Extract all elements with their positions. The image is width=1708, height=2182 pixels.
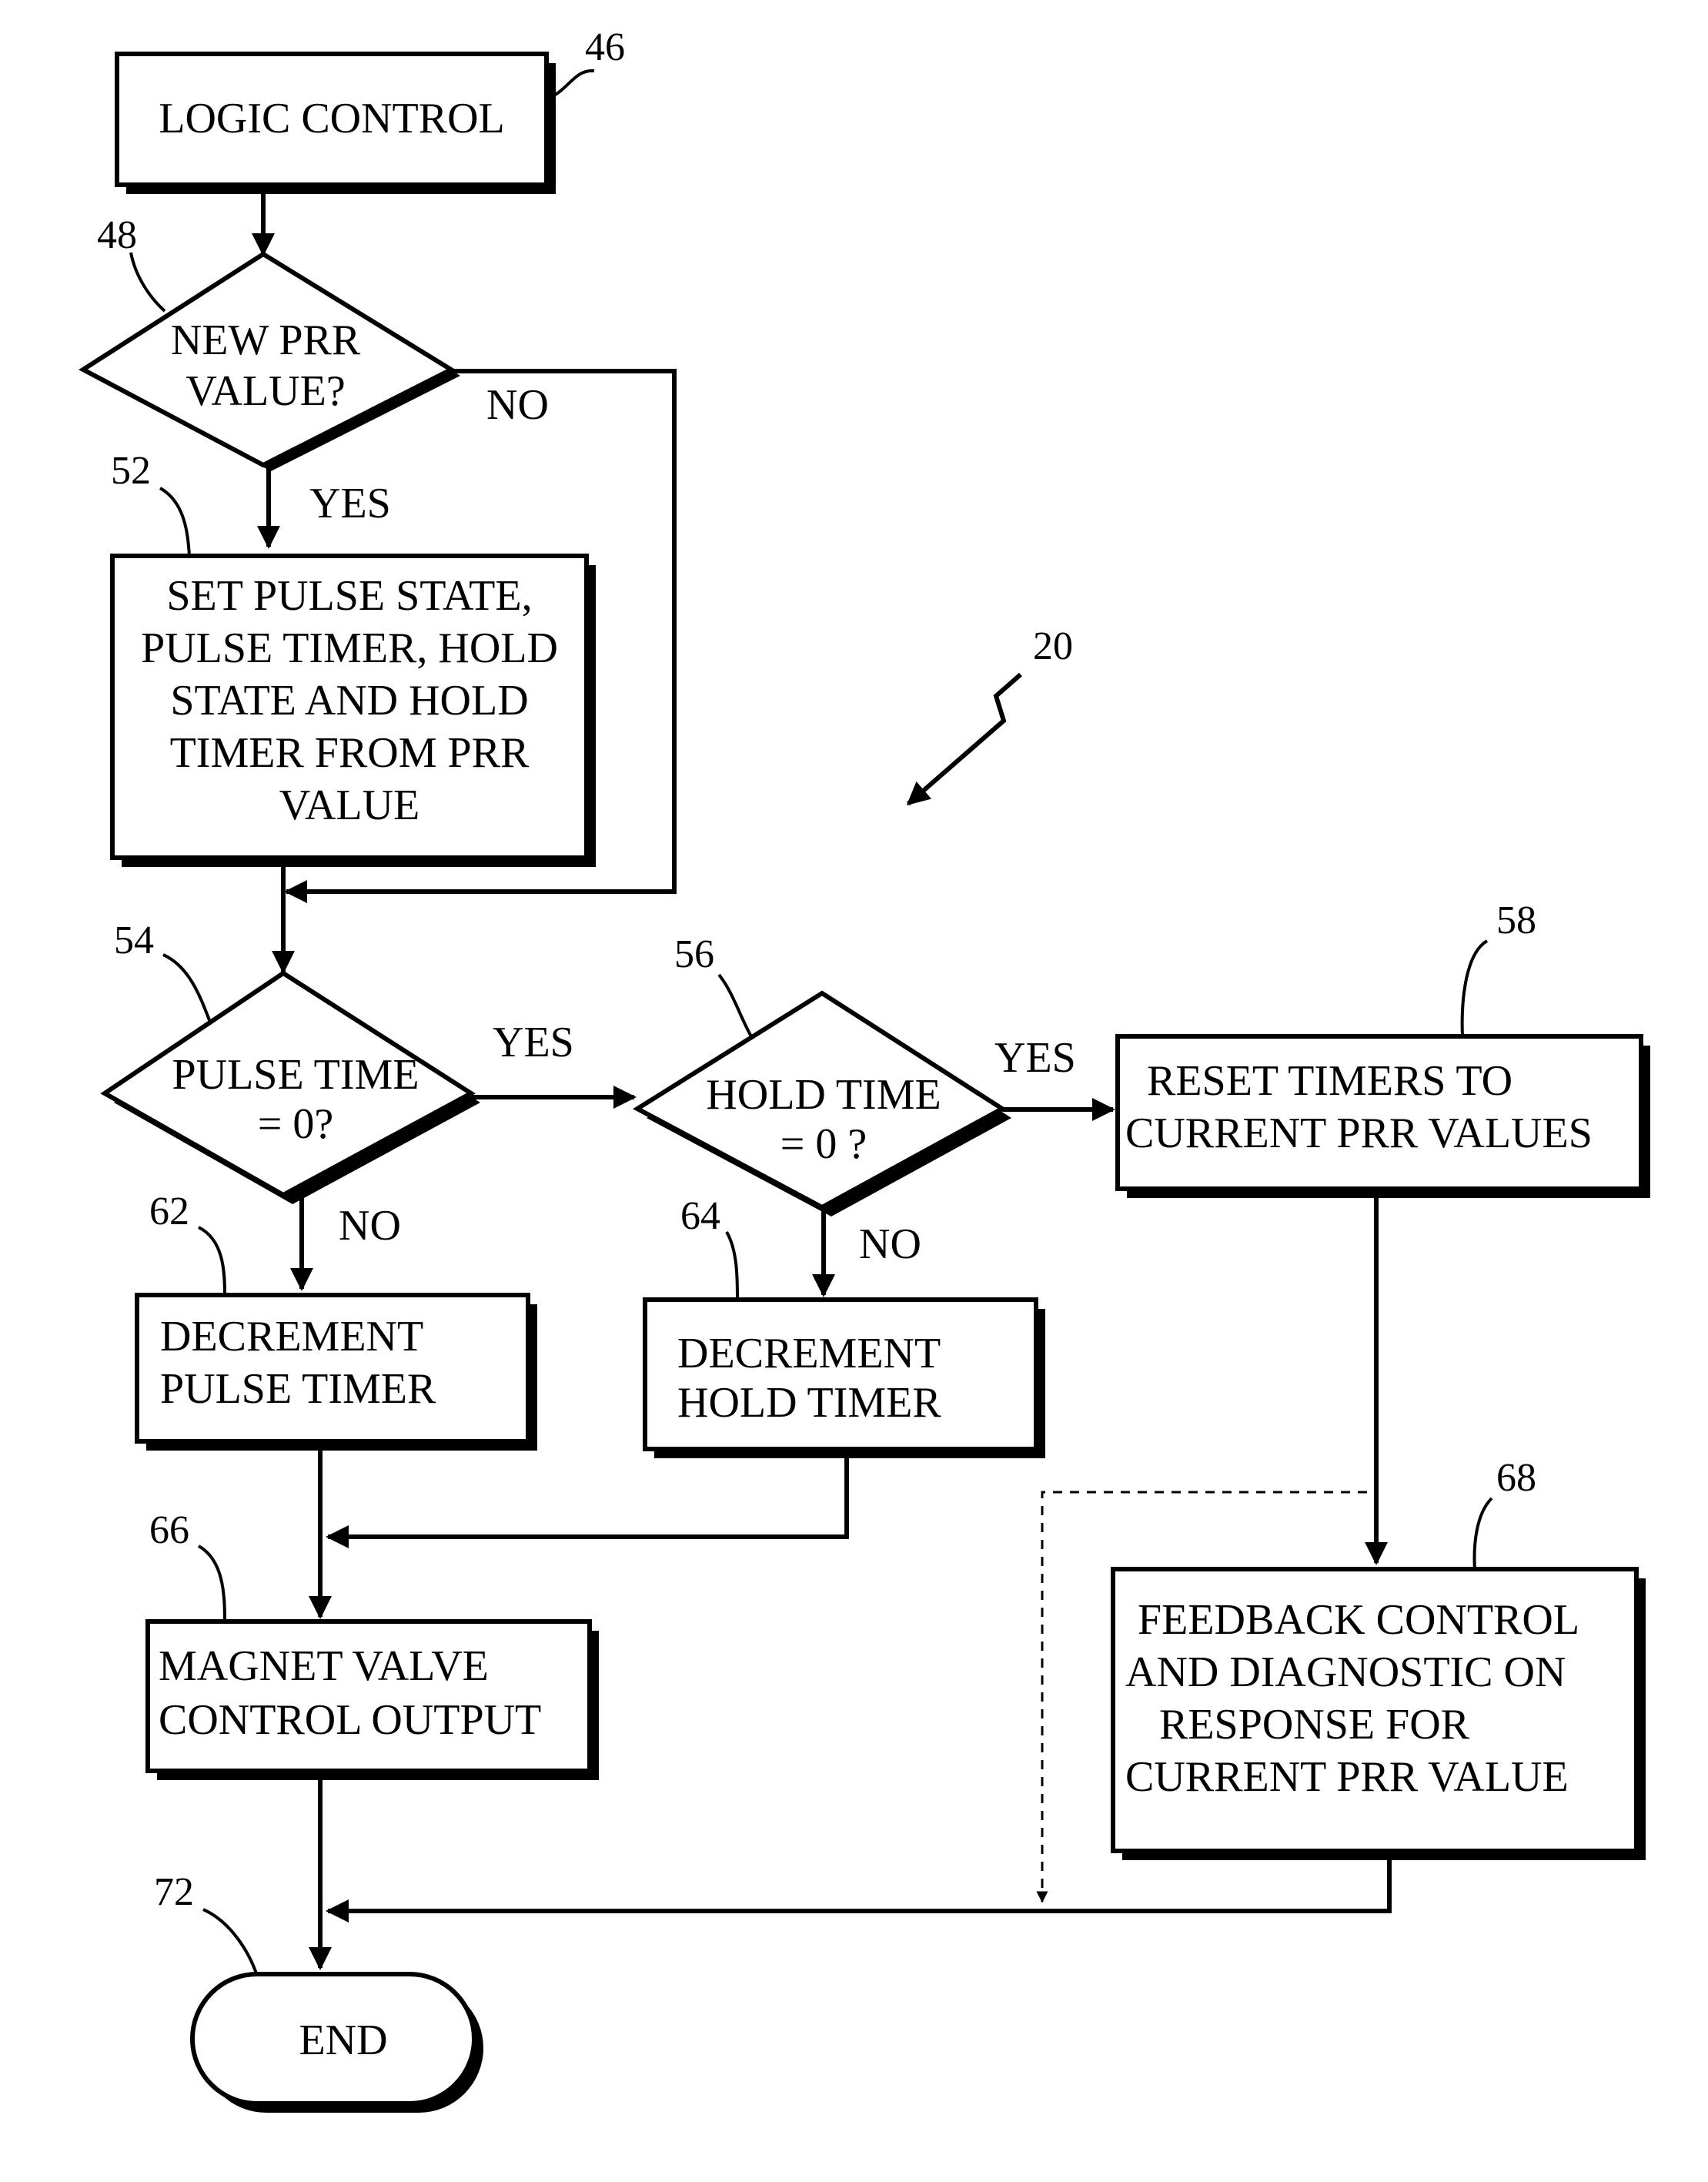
ref-56: 56	[674, 932, 714, 976]
ref-64: 64	[680, 1194, 720, 1238]
node-logic-control-label: LOGIC CONTROL	[159, 95, 505, 142]
figure-pointer-20	[908, 674, 1021, 804]
ref-52: 52	[111, 449, 151, 493]
decision-hold-time: HOLD TIME = 0 ?	[637, 993, 1011, 1216]
ref-20: 20	[1033, 624, 1073, 668]
ref-58: 58	[1496, 899, 1536, 942]
node-feedback-control: FEEDBACK CONTROL AND DIAGNOSTIC ON RESPO…	[1113, 1569, 1646, 1860]
ref-46: 46	[585, 25, 625, 69]
node-logic-control: LOGIC CONTROL	[117, 54, 556, 194]
node-reset-timers-line1: RESET TIMERS TO	[1147, 1057, 1512, 1105]
node-magnet-valve: MAGNET VALVE CONTROL OUTPUT	[148, 1621, 599, 1780]
label-pulse-no: NO	[339, 1202, 401, 1250]
node-reset-timers: RESET TIMERS TO CURRENT PRR VALUES	[1118, 1036, 1650, 1198]
label-hold-no: NO	[859, 1220, 921, 1268]
leader-56	[719, 975, 751, 1036]
node-feedback-line1: FEEDBACK CONTROL	[1138, 1596, 1579, 1644]
leader-52	[160, 488, 189, 556]
node-set-pulse-line1: SET PULSE STATE,	[166, 572, 532, 620]
node-set-pulse-line3: STATE AND HOLD	[170, 677, 528, 725]
decision-new-prr-line2: VALUE?	[186, 367, 345, 415]
node-feedback-line3: RESPONSE FOR	[1159, 1701, 1470, 1749]
edge-dechold-to-merge	[328, 1449, 847, 1537]
node-set-pulse-line5: VALUE	[279, 781, 420, 829]
label-newprr-yes: YES	[309, 480, 391, 527]
leader-66	[199, 1546, 225, 1621]
node-end-label: END	[299, 2016, 387, 2064]
node-decrement-pulse: DECREMENT PULSE TIMER	[137, 1295, 537, 1451]
decision-hold-time-line2: = 0 ?	[780, 1120, 867, 1168]
node-decrement-hold: DECREMENT HOLD TIMER	[645, 1300, 1045, 1458]
leader-58	[1462, 941, 1487, 1036]
decision-pulse-time-line2: = 0?	[258, 1100, 333, 1148]
leader-48	[131, 253, 165, 311]
ref-66: 66	[149, 1508, 189, 1552]
node-dec-hold-line1: DECREMENT	[677, 1330, 941, 1377]
node-set-pulse-line2: PULSE TIMER, HOLD	[141, 624, 558, 672]
decision-pulse-time-line1: PULSE TIME	[172, 1051, 419, 1099]
node-feedback-line4: CURRENT PRR VALUE	[1125, 1753, 1569, 1801]
node-dec-pulse-line2: PULSE TIMER	[160, 1365, 436, 1413]
node-reset-timers-line2: CURRENT PRR VALUES	[1125, 1109, 1593, 1157]
leader-64	[727, 1232, 737, 1300]
ref-62: 62	[149, 1190, 189, 1233]
node-dec-hold-line2: HOLD TIMER	[677, 1379, 941, 1427]
ref-48: 48	[97, 213, 137, 257]
node-magnet-valve-line2: CONTROL OUTPUT	[159, 1696, 541, 1744]
leader-68	[1475, 1498, 1492, 1569]
decision-new-prr: NEW PRR VALUE?	[83, 254, 460, 471]
label-newprr-no: NO	[486, 381, 549, 429]
decision-pulse-time: PULSE TIME = 0?	[105, 973, 480, 1204]
leader-72	[203, 1909, 257, 1976]
node-feedback-line2: AND DIAGNOSTIC ON	[1125, 1648, 1566, 1696]
node-end: END	[192, 1974, 483, 2113]
leader-54	[163, 955, 211, 1024]
ref-54: 54	[114, 919, 154, 962]
node-set-pulse-line4: TIMER FROM PRR	[170, 729, 530, 777]
label-pulse-yes: YES	[493, 1019, 574, 1066]
decision-new-prr-line1: NEW PRR	[171, 316, 361, 364]
decision-hold-time-line1: HOLD TIME	[706, 1071, 941, 1119]
leader-62	[199, 1227, 225, 1295]
label-hold-yes: YES	[994, 1034, 1076, 1082]
ref-68: 68	[1496, 1456, 1536, 1500]
ref-72: 72	[154, 1870, 194, 1914]
node-dec-pulse-line1: DECREMENT	[160, 1313, 423, 1360]
node-set-pulse-state: SET PULSE STATE, PULSE TIMER, HOLD STATE…	[112, 556, 596, 867]
node-magnet-valve-line1: MAGNET VALVE	[159, 1642, 489, 1690]
